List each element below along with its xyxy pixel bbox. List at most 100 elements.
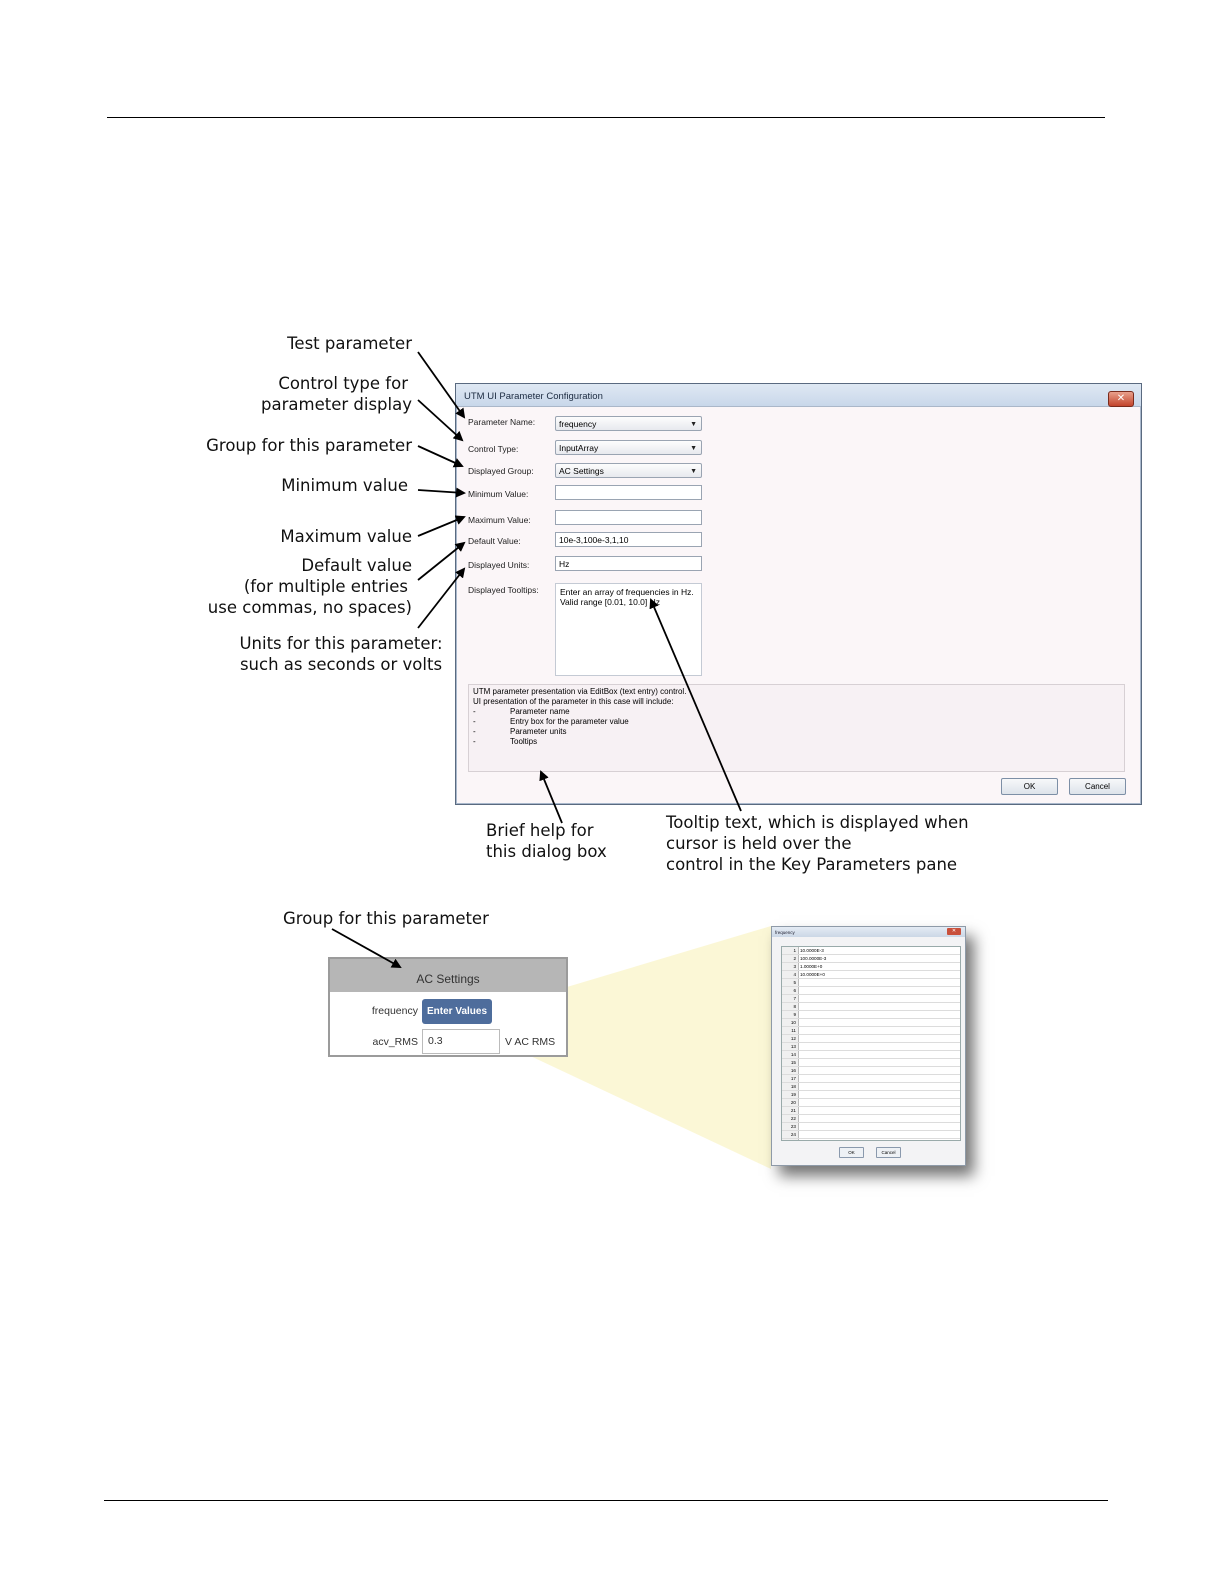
help-item: -Parameter name [473,707,570,716]
table-row[interactable]: 9 [782,1011,960,1019]
row-number: 12 [782,1035,799,1042]
close-icon[interactable]: ✕ [947,928,961,935]
frequency-label: frequency [371,1005,418,1017]
row-number: 10 [782,1019,799,1026]
callout-test-parameter: Test parameter [287,334,412,353]
help-item: -Tooltips [473,737,538,746]
table-row[interactable]: 25 [782,1139,960,1140]
arrow [417,445,464,468]
table-row[interactable]: 5 [782,979,960,987]
max-value-input[interactable] [555,510,702,525]
top-rule [107,117,1105,118]
zoom-highlight [490,926,771,1169]
callout-minimum: Minimum value [281,476,408,495]
ac-settings-panel: AC Settings frequency Enter Values acv_R… [328,957,568,1057]
row-number: 17 [782,1075,799,1082]
close-icon[interactable]: ✕ [1108,391,1134,407]
frequency-ok-button[interactable]: OK [839,1147,864,1158]
enter-values-button[interactable]: Enter Values [422,999,492,1024]
row-number: 15 [782,1059,799,1066]
table-row[interactable]: 7 [782,995,960,1003]
acv-rms-input[interactable]: 0.3 [422,1029,500,1054]
table-row[interactable]: 6 [782,987,960,995]
callout-control-type: Control type for parameter display [261,373,412,415]
help-line: UI presentation of the parameter in this… [473,697,674,706]
arrow [649,598,742,812]
callout-line: such as seconds or volts [239,655,443,674]
max-value-label: Maximum Value: [468,515,531,525]
callout-line: Default value [301,556,412,575]
bottom-rule [104,1500,1108,1501]
table-row[interactable]: 17 [782,1075,960,1083]
group-select[interactable]: AC Settings ▼ [555,463,702,478]
panel-title: AC Settings [330,959,566,992]
parameter-config-dialog: UTM UI Parameter Configuration ✕ Paramet… [455,383,1142,805]
min-value-input[interactable] [555,485,702,500]
help-line: UTM parameter presentation via EditBox (… [473,687,687,696]
help-box: UTM parameter presentation via EditBox (… [468,684,1125,772]
table-row[interactable]: 10 [782,1019,960,1027]
callout-default: Default value (for multiple entries use … [208,555,412,618]
table-row[interactable]: 24 [782,1131,960,1139]
table-row[interactable]: 13 [782,1043,960,1051]
table-row[interactable]: 23 [782,1123,960,1131]
callout-line: control in the Key Parameters pane [666,855,958,874]
cancel-button[interactable]: Cancel [1069,778,1126,795]
table-row[interactable]: 14 [782,1051,960,1059]
dialog-title: UTM UI Parameter Configuration [456,384,1141,407]
table-row[interactable]: 22 [782,1115,960,1123]
control-type-select[interactable]: InputArray ▼ [555,440,702,455]
callout-line: Brief help for [486,821,594,840]
row-number: 3 [782,963,799,970]
table-row[interactable]: 16 [782,1067,960,1075]
group-label: Displayed Group: [468,466,534,476]
acv-rms-unit: V AC RMS [505,1036,556,1048]
row-value[interactable]: 10.0000E+0 [800,972,825,977]
row-number: 14 [782,1051,799,1058]
control-type-value: InputArray [559,443,599,453]
row-number: 1 [782,947,799,954]
table-row[interactable]: 18 [782,1083,960,1091]
tooltip-line: Enter an array of frequencies in Hz. [560,587,694,597]
frequency-dialog-title: frequency [772,927,965,937]
frequency-cancel-button[interactable]: Cancel [876,1147,901,1158]
row-number: 21 [782,1107,799,1114]
group-value: AC Settings [559,466,604,476]
row-number: 22 [782,1115,799,1122]
table-row[interactable]: 8 [782,1003,960,1011]
arrow [331,928,402,968]
row-value[interactable]: 1.0000E+0 [800,964,823,969]
row-value[interactable]: 10.0000E-3 [800,948,824,953]
row-number: 2 [782,955,799,962]
callout-line: Units for this parameter: [239,634,443,653]
default-value-input[interactable]: 10e-3,100e-3,1,10 [555,532,702,547]
units-input[interactable]: Hz [555,556,702,571]
help-item: -Parameter units [473,727,567,736]
tooltips-label: Displayed Tooltips: [468,585,539,595]
callout-line: (for multiple entries [243,577,408,596]
param-name-select[interactable]: frequency ▼ [555,416,702,431]
table-row[interactable]: 21 [782,1107,960,1115]
table-row[interactable]: 19 [782,1091,960,1099]
arrow [539,770,563,824]
row-value[interactable]: 100.0000E-3 [800,956,827,961]
table-row[interactable]: 15 [782,1059,960,1067]
row-number: 20 [782,1099,799,1106]
table-row[interactable]: 20 [782,1099,960,1107]
arrow [417,399,464,442]
tooltip-line: Valid range [0.01, 10.0] Hz [560,597,661,607]
ok-button[interactable]: OK [1001,778,1058,795]
callout-line: use commas, no spaces) [207,598,412,617]
acv-rms-label: acv_RMS [372,1036,418,1048]
arrow [417,515,466,537]
table-row[interactable]: 11 [782,1027,960,1035]
min-value-label: Minimum Value: [468,489,529,499]
table-row[interactable]: 12 [782,1035,960,1043]
row-number: 8 [782,1003,799,1010]
